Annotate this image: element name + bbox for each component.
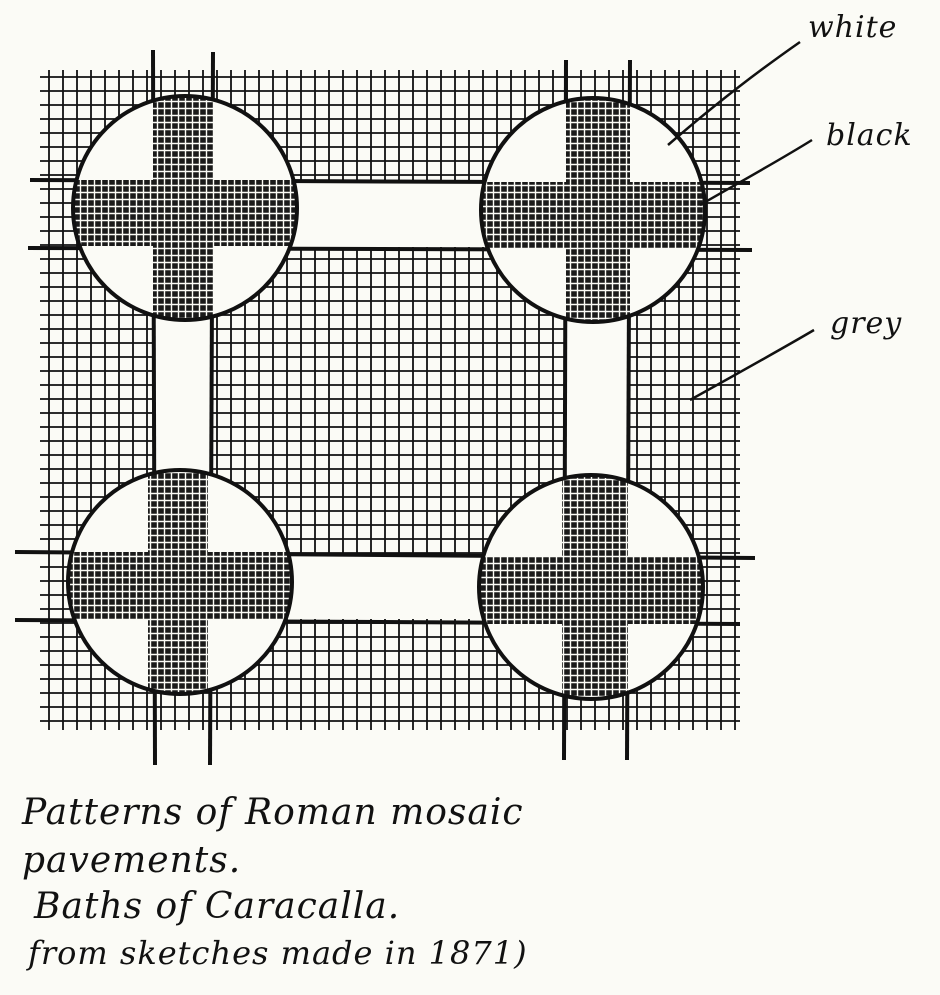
caption-line-4: from sketches made in 1871) xyxy=(28,934,528,972)
label-white: white xyxy=(808,10,897,45)
caption-line-1: Patterns of Roman mosaic xyxy=(22,792,524,833)
label-black: black xyxy=(826,118,913,153)
caption-line-2: pavements. xyxy=(22,840,241,881)
label-grey: grey xyxy=(830,306,902,341)
caption-line-3: Baths of Caracalla. xyxy=(34,886,400,927)
